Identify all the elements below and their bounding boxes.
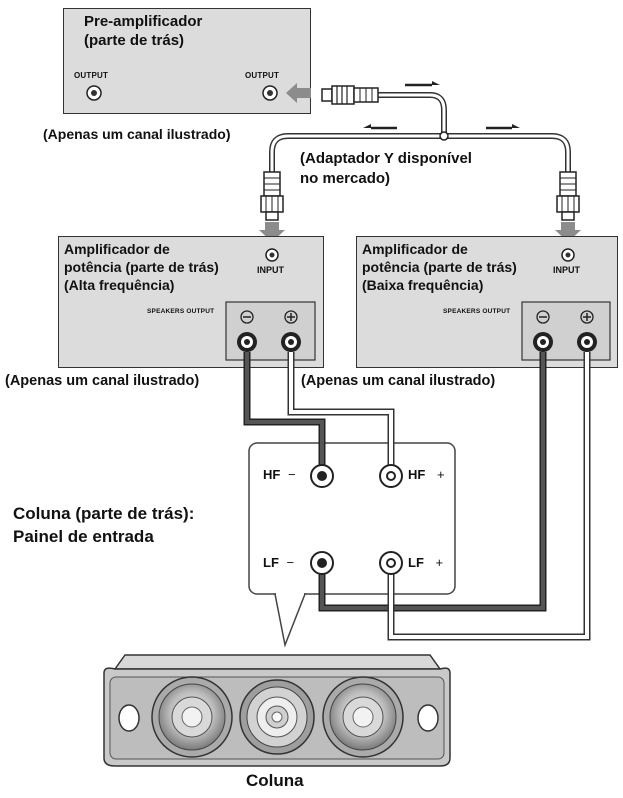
- center-speaker-illustration: [103, 654, 451, 767]
- amp-high-title-line1: Amplificador de: [64, 241, 170, 257]
- amp-low-minus-symbol: [536, 310, 550, 324]
- amp-low-plus-symbol: [580, 310, 594, 324]
- speaker-panel-title-line1: Coluna (parte de trás):: [13, 504, 195, 523]
- panel-callout-tail: [274, 593, 307, 648]
- hf-plus-sign: +: [436, 467, 445, 482]
- lf-minus-label: LF −: [263, 555, 295, 571]
- amp-low-minus-terminal: [533, 332, 553, 352]
- preamp-note: (Apenas um canal ilustrado): [43, 126, 231, 142]
- cable-lf-plus: [387, 352, 591, 641]
- cable-hf-plus: [287, 352, 395, 468]
- amp-low-plus-terminal: [577, 332, 597, 352]
- lf-plus-label: LF +: [408, 555, 444, 571]
- amp-high-input-jack: [265, 248, 279, 262]
- amp-low-title-line3: (Baixa frequência): [362, 277, 484, 293]
- cable-hf-minus: [243, 352, 326, 468]
- y-adapter-cable: [269, 131, 571, 172]
- amp-high-terminal-block: [225, 301, 316, 361]
- speaker-lf-plus-terminal: [379, 551, 403, 575]
- amp-high-minus-symbol: [240, 310, 254, 324]
- amp-low-input-jack: [561, 248, 575, 262]
- rca-plug-low: [556, 171, 580, 221]
- adapter-label-line2: no mercado): [300, 170, 391, 187]
- speaker-hf-minus-terminal: [310, 464, 334, 488]
- preamp-output-left-label: OUTPUT: [74, 71, 109, 80]
- amp-high-input-label: INPUT: [257, 265, 284, 275]
- speaker-caption: Coluna: [246, 771, 304, 790]
- preamp-title-line2: (parte de trás): [84, 32, 185, 49]
- signal-arrow-top: [405, 81, 440, 87]
- speaker-hf-plus-terminal: [379, 464, 403, 488]
- hf-label-right: HF: [408, 467, 426, 482]
- preamp-output-right-label: OUTPUT: [245, 71, 280, 80]
- amp-low-note: (Apenas um canal ilustrado): [301, 373, 496, 389]
- speaker-panel-title-line2: Painel de entrada: [13, 527, 154, 546]
- signal-arrow-left: [363, 124, 397, 130]
- preamp-title-line1: Pre-amplificador: [84, 13, 203, 30]
- amp-high-minus-terminal: [237, 332, 257, 352]
- amp-low-title-line1: Amplificador de: [362, 241, 468, 257]
- amp-high-plus-terminal: [281, 332, 301, 352]
- input-arrow-high: [259, 222, 285, 242]
- lf-label: LF: [263, 555, 279, 570]
- lf-label-right: LF: [408, 555, 424, 570]
- hf-minus-label: HF −: [263, 467, 296, 483]
- lf-minus-sign: −: [286, 555, 295, 570]
- speaker-input-panel: [248, 442, 456, 595]
- amp-low-title-line2: potência (parte de trás): [362, 259, 517, 275]
- signal-arrow-right: [486, 124, 520, 130]
- amp-low-speakers-output-label: SPEAKERS OUTPUT: [443, 308, 511, 315]
- speaker-lf-minus-terminal: [310, 551, 334, 575]
- amp-high-title-line3: (Alta frequência): [64, 277, 175, 293]
- adapter-label-line1: (Adaptador Y disponível: [300, 150, 472, 167]
- amp-high-title-line2: potência (parte de trás): [64, 259, 219, 275]
- hf-label: HF: [263, 467, 281, 482]
- amp-low-terminal-block: [521, 301, 611, 361]
- hf-minus-sign: −: [287, 467, 296, 482]
- amp-low-input-label: INPUT: [553, 265, 580, 275]
- hf-plus-label: HF +: [408, 467, 445, 483]
- rca-cable-preamp: [321, 85, 447, 134]
- amp-high-plus-symbol: [284, 310, 298, 324]
- lf-plus-sign: +: [435, 555, 444, 570]
- input-arrow-low: [555, 222, 581, 242]
- amp-high-note: (Apenas um canal ilustrado): [5, 373, 200, 389]
- amp-high-speakers-output-label: SPEAKERS OUTPUT: [147, 308, 215, 315]
- cable-lf-minus: [318, 352, 547, 612]
- rca-plug-high: [260, 171, 284, 221]
